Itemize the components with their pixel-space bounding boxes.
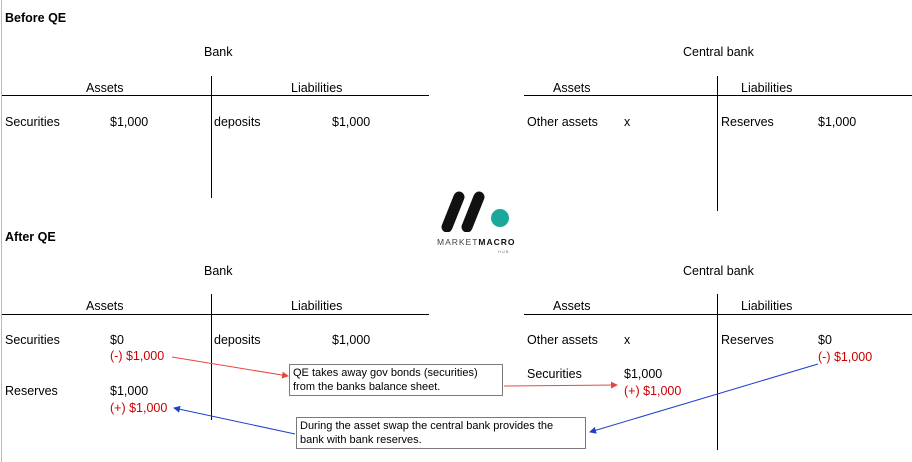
- before-bank-header: Bank: [204, 45, 233, 59]
- before-cb-t-account-divider: [717, 76, 718, 211]
- before-cb-asset-value: x: [624, 115, 631, 129]
- after-bank-securities-value: $0: [110, 333, 124, 347]
- after-bank-t-account-divider: [211, 294, 212, 420]
- before-bank-liability-value: $1,000: [332, 115, 371, 129]
- before-cb-t-account-top: [524, 95, 912, 96]
- after-bank-reserves-change: (+) $1,000: [110, 401, 168, 415]
- logo-mark-icon: [441, 191, 509, 232]
- market-macro-logo: MARKETMACRO HUB: [437, 188, 517, 260]
- before-bank-assets-header: Assets: [86, 81, 124, 95]
- arrow-bank-securities-to-note: [171, 356, 289, 379]
- after-bank-liability-label: deposits: [214, 333, 261, 347]
- after-qe-title: After QE: [5, 230, 56, 244]
- after-bank-reserves-value: $1,000: [110, 384, 149, 398]
- after-bank-reserves-label: Reserves: [5, 384, 58, 398]
- after-cb-assets-header: Assets: [553, 299, 591, 313]
- logo-text-hub: HUB: [498, 249, 510, 254]
- before-bank-liability-label: deposits: [214, 115, 261, 129]
- qe-note-box: QE takes away gov bonds (securities) fro…: [289, 364, 503, 396]
- before-qe-title: Before QE: [5, 11, 67, 25]
- before-bank-t-account-top: [2, 95, 429, 96]
- after-bank-securities-label: Securities: [5, 333, 60, 347]
- after-bank-assets-header: Assets: [86, 299, 124, 313]
- after-bank-securities-change: (-) $1,000: [110, 349, 165, 363]
- after-bank-t-account-top: [2, 314, 429, 315]
- after-cb-other-assets-value: x: [624, 333, 631, 347]
- arrow-cb-reserves-to-swap-note: [589, 363, 819, 434]
- left-frame-line: [1, 0, 2, 462]
- before-bank-t-account-divider: [211, 76, 212, 198]
- logo-text-macro: MACRO: [478, 237, 516, 247]
- swap-note-box: During the asset swap the central bank p…: [296, 417, 586, 449]
- logo-wordmark: MARKETMACRO: [437, 237, 516, 247]
- after-cb-liability-label: Reserves: [721, 333, 774, 347]
- before-cb-assets-header: Assets: [553, 81, 591, 95]
- logo-text-market: MARKET: [437, 237, 479, 247]
- arrow-note-to-cb-securities: [503, 381, 618, 389]
- after-cb-liability-value: $0: [818, 333, 832, 347]
- after-cb-other-assets-label: Other assets: [527, 333, 598, 347]
- before-cb-liability-label: Reserves: [721, 115, 774, 129]
- after-central-bank-header: Central bank: [683, 264, 754, 278]
- after-cb-securities-change: (+) $1,000: [624, 384, 682, 398]
- after-bank-header: Bank: [204, 264, 233, 278]
- after-cb-liabilities-header: Liabilities: [741, 299, 793, 313]
- before-bank-asset-label: Securities: [5, 115, 60, 129]
- after-bank-liability-value: $1,000: [332, 333, 371, 347]
- before-cb-liability-value: $1,000: [818, 115, 857, 129]
- before-bank-liabilities-header: Liabilities: [291, 81, 343, 95]
- before-bank-asset-value: $1,000: [110, 115, 149, 129]
- after-cb-t-account-top: [524, 314, 912, 315]
- after-cb-liability-change: (-) $1,000: [818, 350, 873, 364]
- arrow-swap-note-to-bank-reserves: [173, 405, 296, 435]
- before-central-bank-header: Central bank: [683, 45, 754, 59]
- after-bank-liabilities-header: Liabilities: [291, 299, 343, 313]
- after-cb-securities-label: Securities: [527, 367, 582, 381]
- before-cb-asset-label: Other assets: [527, 115, 598, 129]
- after-cb-securities-value: $1,000: [624, 367, 663, 381]
- before-cb-liabilities-header: Liabilities: [741, 81, 793, 95]
- after-cb-t-account-divider: [717, 294, 718, 450]
